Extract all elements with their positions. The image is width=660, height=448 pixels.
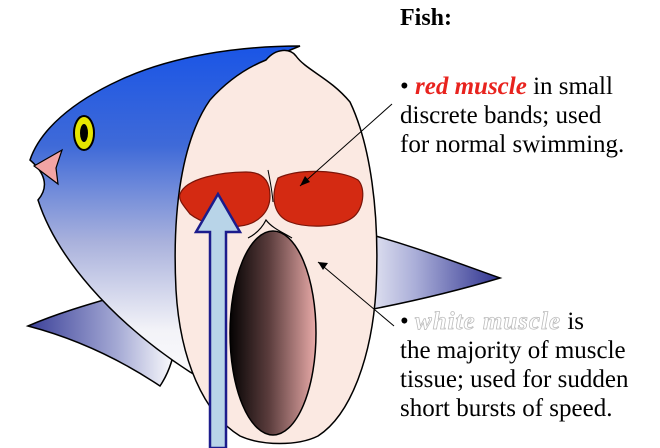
bullet: •: [400, 73, 409, 100]
body-cavity: [230, 231, 316, 435]
pupil: [80, 124, 88, 142]
red-muscle-right: [274, 171, 363, 226]
white-muscle-line-1-rest: is: [561, 308, 584, 335]
bullet: •: [400, 308, 409, 335]
diagram-heading: Fish:: [400, 4, 452, 33]
red-muscle-note: • red muscle in small discrete bands; us…: [400, 72, 624, 159]
white-muscle-term: white muscle: [415, 308, 561, 335]
red-muscle-note-line-3: for normal swimming.: [400, 130, 624, 159]
white-muscle-note-line-1: • white muscle is: [400, 307, 628, 336]
white-muscle-note-line-2: the majority of muscle: [400, 336, 628, 365]
red-muscle-line-1-rest: in small: [527, 73, 613, 100]
red-muscle-note-line-1: • red muscle in small: [400, 72, 624, 101]
white-muscle-note-line-4: short bursts of speed.: [400, 394, 628, 423]
red-muscle-note-line-2: discrete bands; used: [400, 101, 624, 130]
white-muscle-note: • white muscle is the majority of muscle…: [400, 307, 628, 423]
white-muscle-note-line-3: tissue; used for sudden: [400, 365, 628, 394]
red-muscle-term: red muscle: [415, 73, 527, 100]
